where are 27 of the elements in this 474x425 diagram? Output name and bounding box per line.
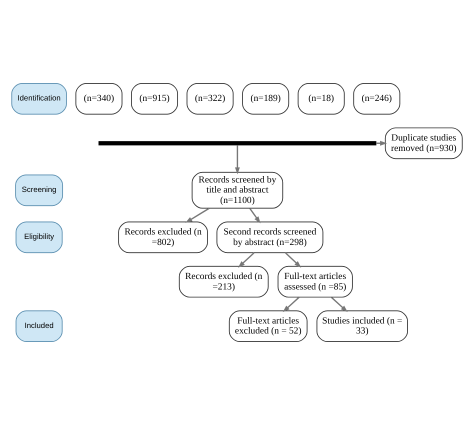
- node-box: Studies included (n = 33): [316, 310, 408, 342]
- node-box: Screening: [15, 174, 64, 206]
- node-box: (n=322): [186, 83, 234, 115]
- node-box: Full-text articles assessed (n =85): [278, 266, 353, 298]
- arrow: [234, 145, 240, 174]
- node-box: (n=18): [298, 83, 345, 115]
- node-box: Full-text articles excluded (n = 52): [228, 310, 308, 342]
- arrow: [185, 208, 210, 223]
- node-box: Included: [16, 310, 63, 342]
- node-box: (n=915): [131, 83, 178, 115]
- arrow: [285, 252, 302, 268]
- arrow: [282, 296, 300, 312]
- node-box: Records excluded (n =802): [118, 221, 208, 254]
- node-box: (n=189): [242, 83, 290, 115]
- node-bar: [98, 141, 376, 146]
- node-box: Eligibility: [16, 221, 63, 254]
- node-box: Identification: [11, 83, 67, 115]
- arrow: [249, 208, 261, 224]
- node-box: (n=340): [75, 83, 122, 115]
- node-box: Records excluded (n =213): [178, 266, 269, 298]
- node-box: Duplicate studies removed (n=930): [384, 127, 463, 160]
- node-box: Second records screened by abstract (n=298): [216, 221, 324, 254]
- node-box: (n=246): [353, 83, 400, 115]
- arrow: [376, 140, 388, 146]
- arrow: [330, 296, 348, 312]
- arrow: [238, 252, 254, 268]
- node-box: Records screened by title and abstract (n=1100): [192, 172, 284, 209]
